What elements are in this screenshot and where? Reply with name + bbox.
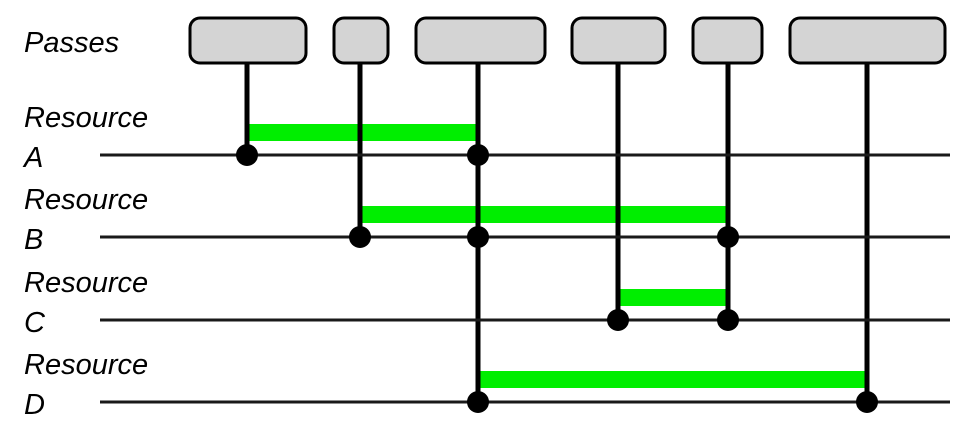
resource-a-dot-end[interactable] <box>467 144 489 166</box>
resource-c-dot-end[interactable] <box>717 309 739 331</box>
pass-box-1-rect[interactable] <box>188 16 308 65</box>
resource-d-label-line1: Resource <box>24 349 148 381</box>
pass-box-2-rect[interactable] <box>332 16 390 65</box>
resource-row-a: Resource A <box>22 102 950 174</box>
pass-box-6-rect[interactable] <box>788 16 947 65</box>
resource-b-dot-start[interactable] <box>349 226 371 248</box>
pass-box-2[interactable] <box>332 16 390 65</box>
pass-box-1[interactable] <box>188 16 308 65</box>
pass-box-3-rect[interactable] <box>414 16 547 65</box>
pass-box-5[interactable] <box>691 16 764 65</box>
pass-box-5-rect[interactable] <box>691 16 764 65</box>
pass-box-4[interactable] <box>570 16 667 65</box>
pass-boxes-group <box>188 16 947 65</box>
resource-row-c: Resource C <box>24 267 950 339</box>
resource-a-label-line2: A <box>22 142 43 174</box>
resource-a-label-line1: Resource <box>24 102 148 134</box>
pass-box-6[interactable] <box>788 16 947 65</box>
resource-b-dot-end[interactable] <box>717 226 739 248</box>
lifelines-group <box>244 63 870 407</box>
resource-row-d: Resource D <box>24 349 950 421</box>
resource-a-dot-start[interactable] <box>236 144 258 166</box>
resource-c-dot-start[interactable] <box>607 309 629 331</box>
live-bar-resource-d <box>478 371 867 388</box>
pass-box-4-rect[interactable] <box>570 16 667 65</box>
passes-label: Passes <box>24 27 119 59</box>
resource-c-label-line2: C <box>24 307 46 339</box>
resource-d-label-line2: D <box>24 389 45 421</box>
live-bar-resource-b <box>360 206 728 223</box>
pass-box-3[interactable] <box>414 16 547 65</box>
live-range-bars-group <box>247 124 867 388</box>
resource-b-label-line2: B <box>24 224 43 256</box>
live-bar-resource-c <box>618 289 728 306</box>
resource-b-label-line1: Resource <box>24 184 148 216</box>
resource-row-b: Resource B <box>24 184 950 256</box>
resource-d-dot-end[interactable] <box>856 391 878 413</box>
resource-c-label-line1: Resource <box>24 267 148 299</box>
resource-b-dot-mid[interactable] <box>467 226 489 248</box>
resource-d-dot-start[interactable] <box>467 391 489 413</box>
